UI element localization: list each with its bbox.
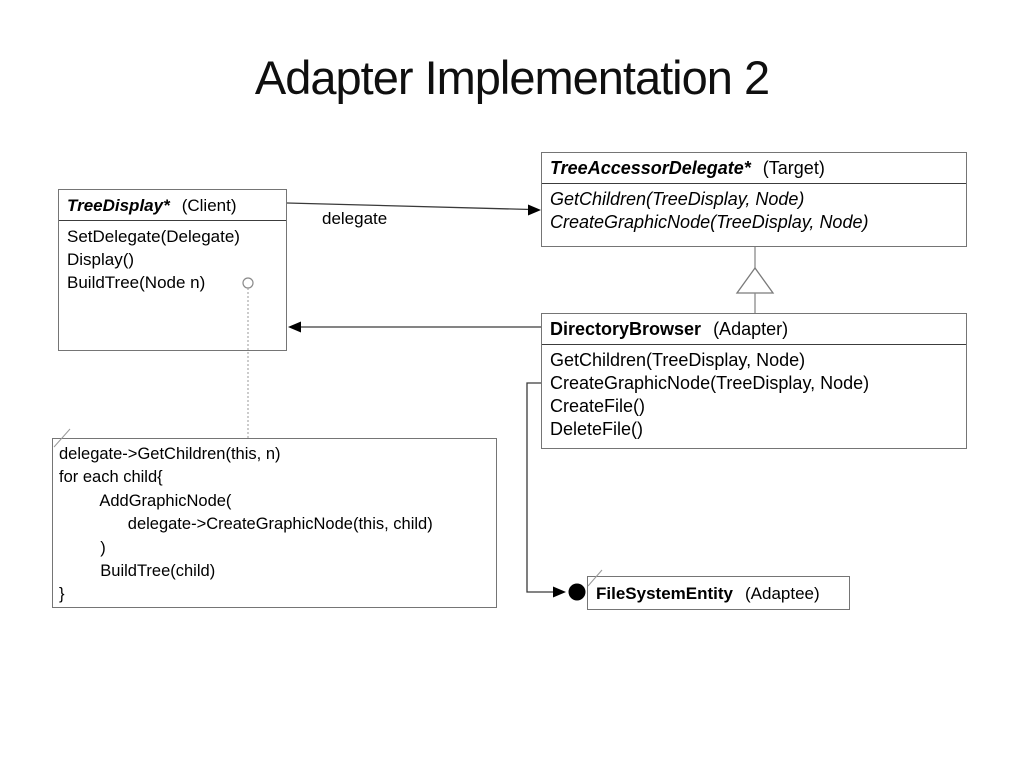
method-item: CreateFile()	[550, 396, 646, 416]
method-item: DeleteFile()	[550, 419, 644, 439]
class-methods-directorybrowser: GetChildren(TreeDisplay, Node) CreateGra…	[542, 345, 966, 445]
method-item: SetDelegate(Delegate)	[67, 227, 240, 246]
class-header-treeaccessordelegate: TreeAccessorDelegate* (Target)	[542, 153, 966, 184]
arrowhead-icon	[553, 586, 566, 598]
code-line: delegate->CreateGraphicNode(this, child)	[59, 515, 433, 534]
class-methods-treeaccessordelegate: GetChildren(TreeDisplay, Node) CreateGra…	[542, 184, 966, 238]
method-item: GetChildren(TreeDisplay, Node)	[550, 189, 805, 209]
class-box-treeaccessordelegate: TreeAccessorDelegate* (Target) GetChildre…	[541, 152, 967, 247]
class-name: TreeAccessorDelegate*	[550, 158, 751, 178]
code-line: BuildTree(child)	[59, 562, 216, 581]
delegate-edge-label: delegate	[322, 209, 388, 228]
code-line: )	[59, 538, 106, 557]
class-name: TreeDisplay*	[67, 196, 170, 215]
code-line: AddGraphicNode(	[59, 491, 232, 510]
inheritance-connector	[735, 247, 775, 313]
class-role: (Adaptee)	[745, 584, 820, 603]
aggregation-circle-icon	[568, 583, 586, 601]
code-line: for each child{	[59, 468, 163, 487]
class-role: (Client)	[181, 196, 237, 215]
method-item: Display()	[67, 250, 135, 269]
page-title: Adapter Implementation 2	[254, 51, 770, 104]
class-header-treedisplay: TreeDisplay* (Client)	[59, 190, 286, 221]
class-header-filesystementity: FileSystemEntity (Adaptee)	[588, 577, 849, 608]
class-name: DirectoryBrowser	[550, 319, 702, 339]
method-item: GetChildren(TreeDisplay, Node)	[550, 350, 806, 370]
class-methods-treedisplay: SetDelegate(Delegate) Display() BuildTre…	[59, 221, 286, 298]
class-box-treedisplay: TreeDisplay* (Client) SetDelegate(Delegat…	[58, 189, 287, 351]
method-item: CreateGraphicNode(TreeDisplay, Node)	[550, 373, 870, 393]
class-name: FileSystemEntity	[596, 584, 733, 603]
arrowhead-icon	[288, 321, 301, 333]
adapter-to-client-arrow	[288, 321, 541, 333]
method-item: CreateGraphicNode(TreeDisplay, Node)	[550, 212, 869, 232]
code-line: }	[59, 585, 65, 604]
class-header-directorybrowser: DirectoryBrowser (Adapter)	[542, 314, 966, 345]
code-note-box: delegate->GetChildren(this, n) for each …	[52, 438, 497, 608]
class-role: (Target)	[762, 158, 825, 178]
inheritance-triangle-icon	[735, 266, 775, 294]
arrowhead-icon	[528, 204, 541, 216]
class-box-directorybrowser: DirectoryBrowser (Adapter) GetChildren(Tr…	[541, 313, 967, 449]
class-box-filesystementity: FileSystemEntity (Adaptee)	[587, 576, 850, 610]
class-role: (Adapter)	[713, 319, 789, 339]
method-item: BuildTree(Node n)	[67, 273, 206, 292]
code-line: delegate->GetChildren(this, n)	[59, 445, 281, 463]
